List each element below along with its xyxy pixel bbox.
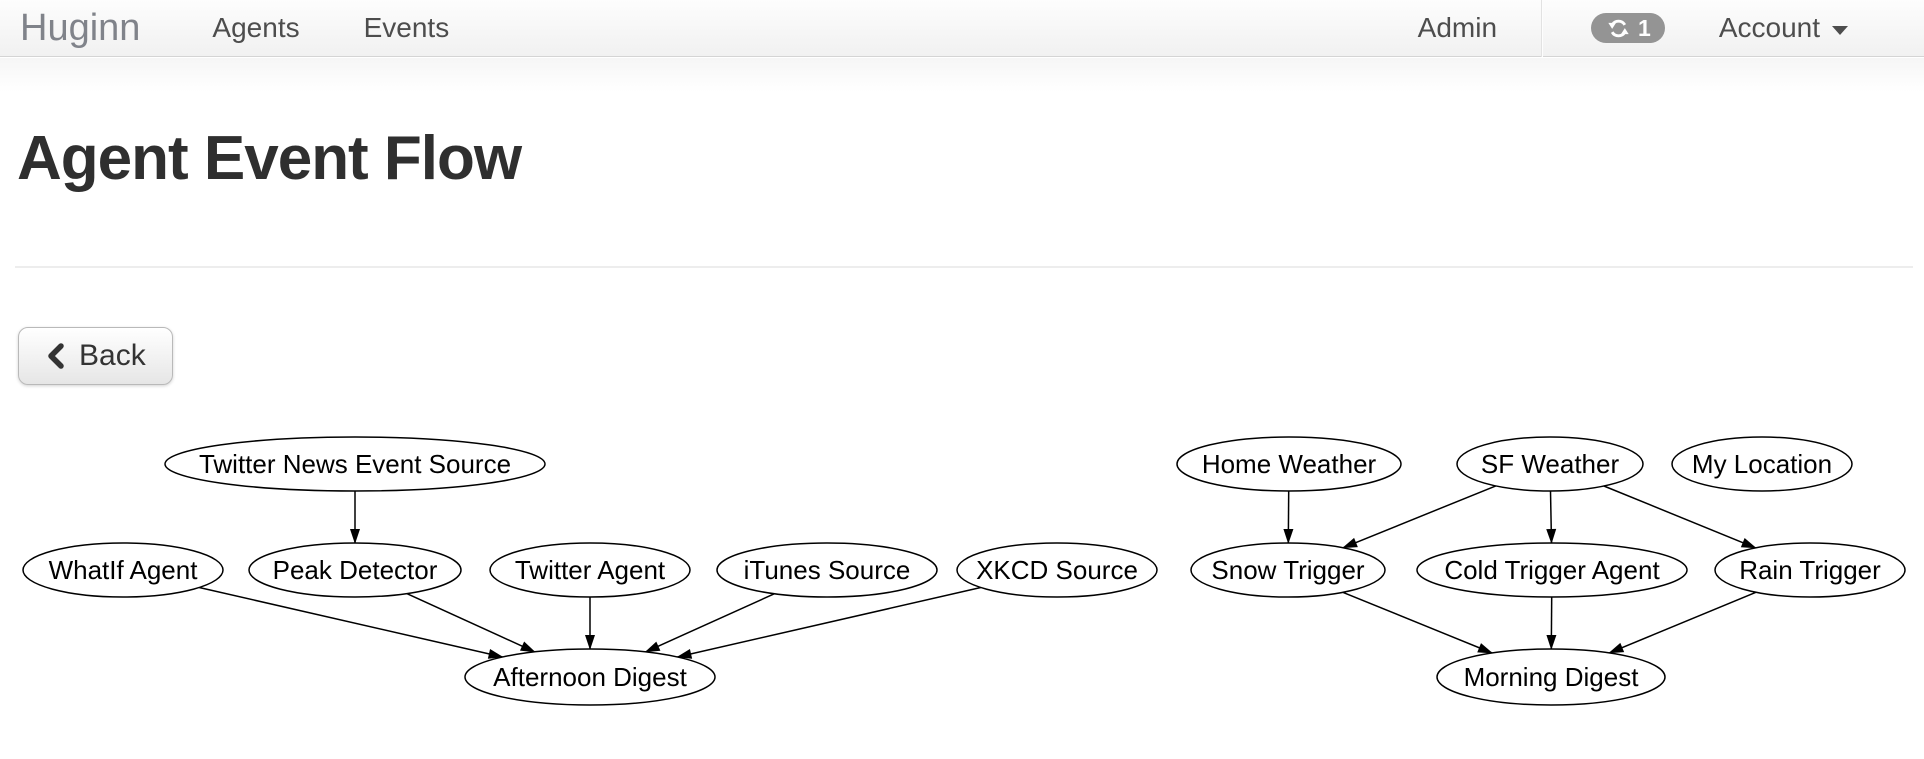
badge-count: 1 xyxy=(1638,15,1651,42)
flow-edge-sf-cold xyxy=(1551,491,1552,543)
flow-edge-sf-snow xyxy=(1343,486,1496,548)
job-queue-badge[interactable]: 1 xyxy=(1591,13,1665,43)
flow-edge-peak-afternoon xyxy=(407,594,535,652)
top-navbar: Huginn Agents Events Admin 1 Account xyxy=(0,0,1924,57)
nav-item-admin[interactable]: Admin xyxy=(1418,12,1497,44)
account-menu[interactable]: Account xyxy=(1719,12,1848,44)
main-nav: Agents Events xyxy=(212,12,449,44)
flow-edge-itunes-afternoon xyxy=(646,594,775,652)
agent-node-label-twitter: Twitter Agent xyxy=(515,555,666,585)
brand-logo[interactable]: Huginn xyxy=(20,7,140,50)
refresh-icon xyxy=(1605,15,1632,42)
caret-down-icon xyxy=(1832,26,1848,35)
flow-edge-sf-rain xyxy=(1604,486,1756,548)
agent-node-label-itunes: iTunes Source xyxy=(744,555,911,585)
agent-node-label-sf: SF Weather xyxy=(1481,449,1620,479)
navbar-shadow xyxy=(0,58,1924,92)
agent-node-label-morning: Morning Digest xyxy=(1464,662,1640,692)
agent-node-label-home: Home Weather xyxy=(1202,449,1377,479)
navbar-divider xyxy=(1541,0,1543,57)
flow-edge-snow-morning xyxy=(1343,592,1492,653)
agent-node-label-afternoon: Afternoon Digest xyxy=(493,662,687,692)
nav-item-agents[interactable]: Agents xyxy=(212,12,299,44)
agent-node-label-tnes: Twitter News Event Source xyxy=(199,449,511,479)
horizontal-rule xyxy=(15,266,1913,268)
chevron-left-icon xyxy=(45,343,67,369)
flow-edge-rain-morning xyxy=(1609,592,1756,653)
agent-node-label-mylocation: My Location xyxy=(1692,449,1832,479)
navbar-right-group: Admin 1 Account xyxy=(1418,0,1924,57)
agent-node-label-rain: Rain Trigger xyxy=(1739,555,1881,585)
page-title: Agent Event Flow xyxy=(17,128,521,190)
agent-node-label-snow: Snow Trigger xyxy=(1211,555,1365,585)
flow-edge-whatif-afternoon xyxy=(199,588,502,658)
nav-item-events[interactable]: Events xyxy=(364,12,450,44)
flow-edge-xkcd-afternoon xyxy=(677,588,980,658)
agent-node-label-peak: Peak Detector xyxy=(273,555,438,585)
back-label: Back xyxy=(79,339,146,373)
agent-node-label-xkcd: XKCD Source xyxy=(976,555,1138,585)
account-label: Account xyxy=(1719,12,1820,44)
back-button[interactable]: Back xyxy=(18,327,173,385)
agent-node-label-whatif: WhatIf Agent xyxy=(49,555,199,585)
agent-node-label-cold: Cold Trigger Agent xyxy=(1444,555,1660,585)
